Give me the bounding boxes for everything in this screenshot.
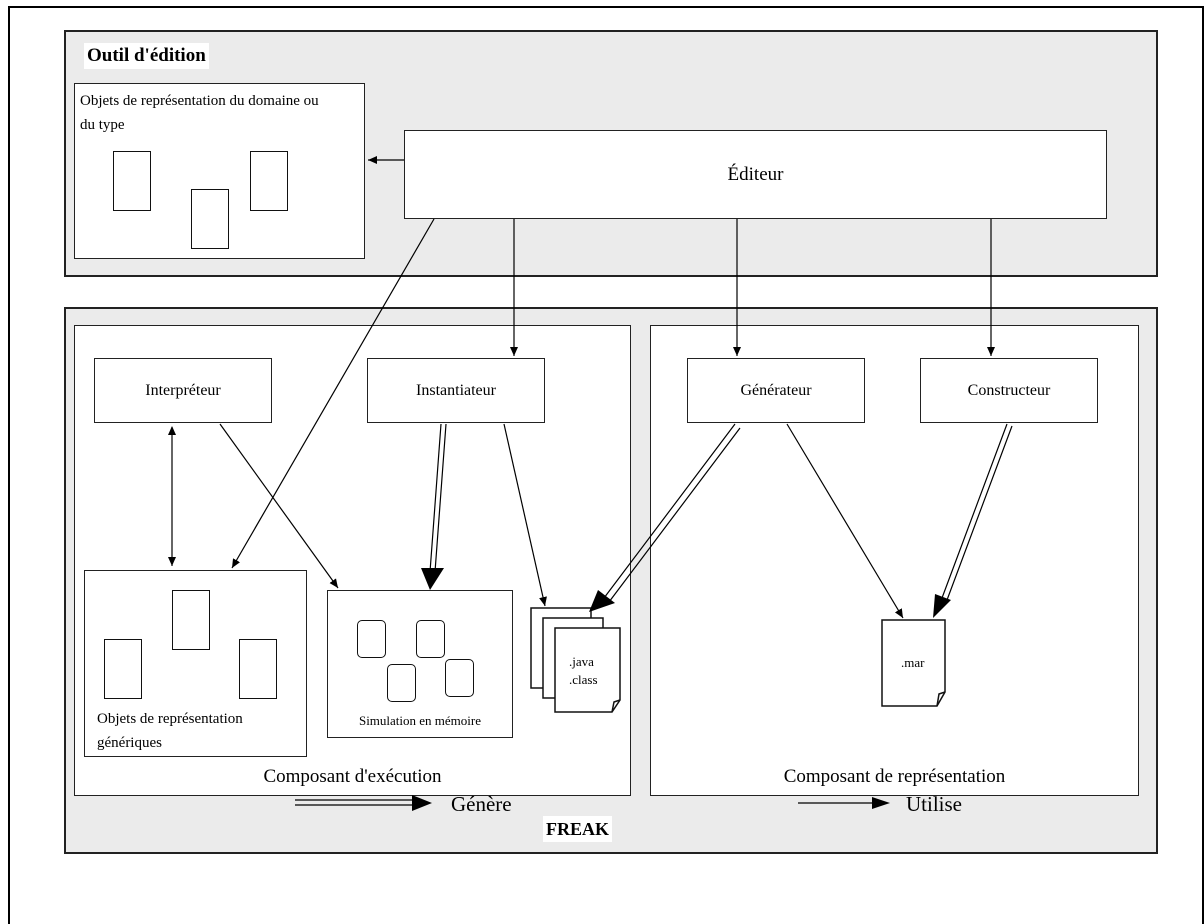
generic-objects-label: Objets de représentation génériques	[97, 711, 243, 751]
editeur-label: Éditeur	[727, 163, 784, 185]
interpreteur-box: Interpréteur	[94, 358, 272, 423]
simulation-object-2	[416, 620, 445, 658]
simulation-label: Simulation en mémoire	[358, 713, 482, 728]
instantiateur-label: Instantiateur	[416, 381, 496, 399]
simulation-box	[327, 590, 513, 738]
outer-frame	[8, 6, 1204, 924]
generateur-box: Générateur	[687, 358, 865, 423]
constructeur-label: Constructeur	[967, 381, 1051, 399]
class-file-label: .class	[569, 672, 598, 687]
domain-objects-label: Objets de représentation du domaine ou d…	[80, 93, 319, 133]
java-file-label: .java	[569, 654, 594, 669]
simulation-object-1	[357, 620, 386, 658]
outer-frame-right-edge	[1202, 6, 1204, 924]
legend-uses-label: Utilise	[906, 792, 962, 816]
freak-title: FREAK	[543, 816, 612, 842]
generic-object-card-1	[104, 639, 142, 699]
simulation-object-4	[445, 659, 474, 697]
constructeur-box: Constructeur	[920, 358, 1098, 423]
execution-component-caption: Composant d'exécution	[263, 766, 442, 787]
instantiateur-box: Instantiateur	[367, 358, 545, 423]
domain-object-card-3	[250, 151, 288, 211]
mar-file-label: .mar	[901, 655, 925, 670]
editeur-box: Éditeur	[404, 130, 1107, 219]
domain-object-card-1	[113, 151, 151, 211]
generic-object-card-3	[239, 639, 277, 699]
domain-object-card-2	[191, 189, 229, 249]
interpreteur-label: Interpréteur	[145, 381, 221, 399]
legend-generates-label: Génère	[451, 792, 512, 816]
outil-edition-title: Outil d'édition	[84, 43, 209, 69]
representation-component-caption: Composant de représentation	[783, 766, 1006, 787]
generateur-label: Générateur	[740, 381, 812, 399]
generic-object-card-2	[172, 590, 210, 650]
simulation-object-3	[387, 664, 416, 702]
